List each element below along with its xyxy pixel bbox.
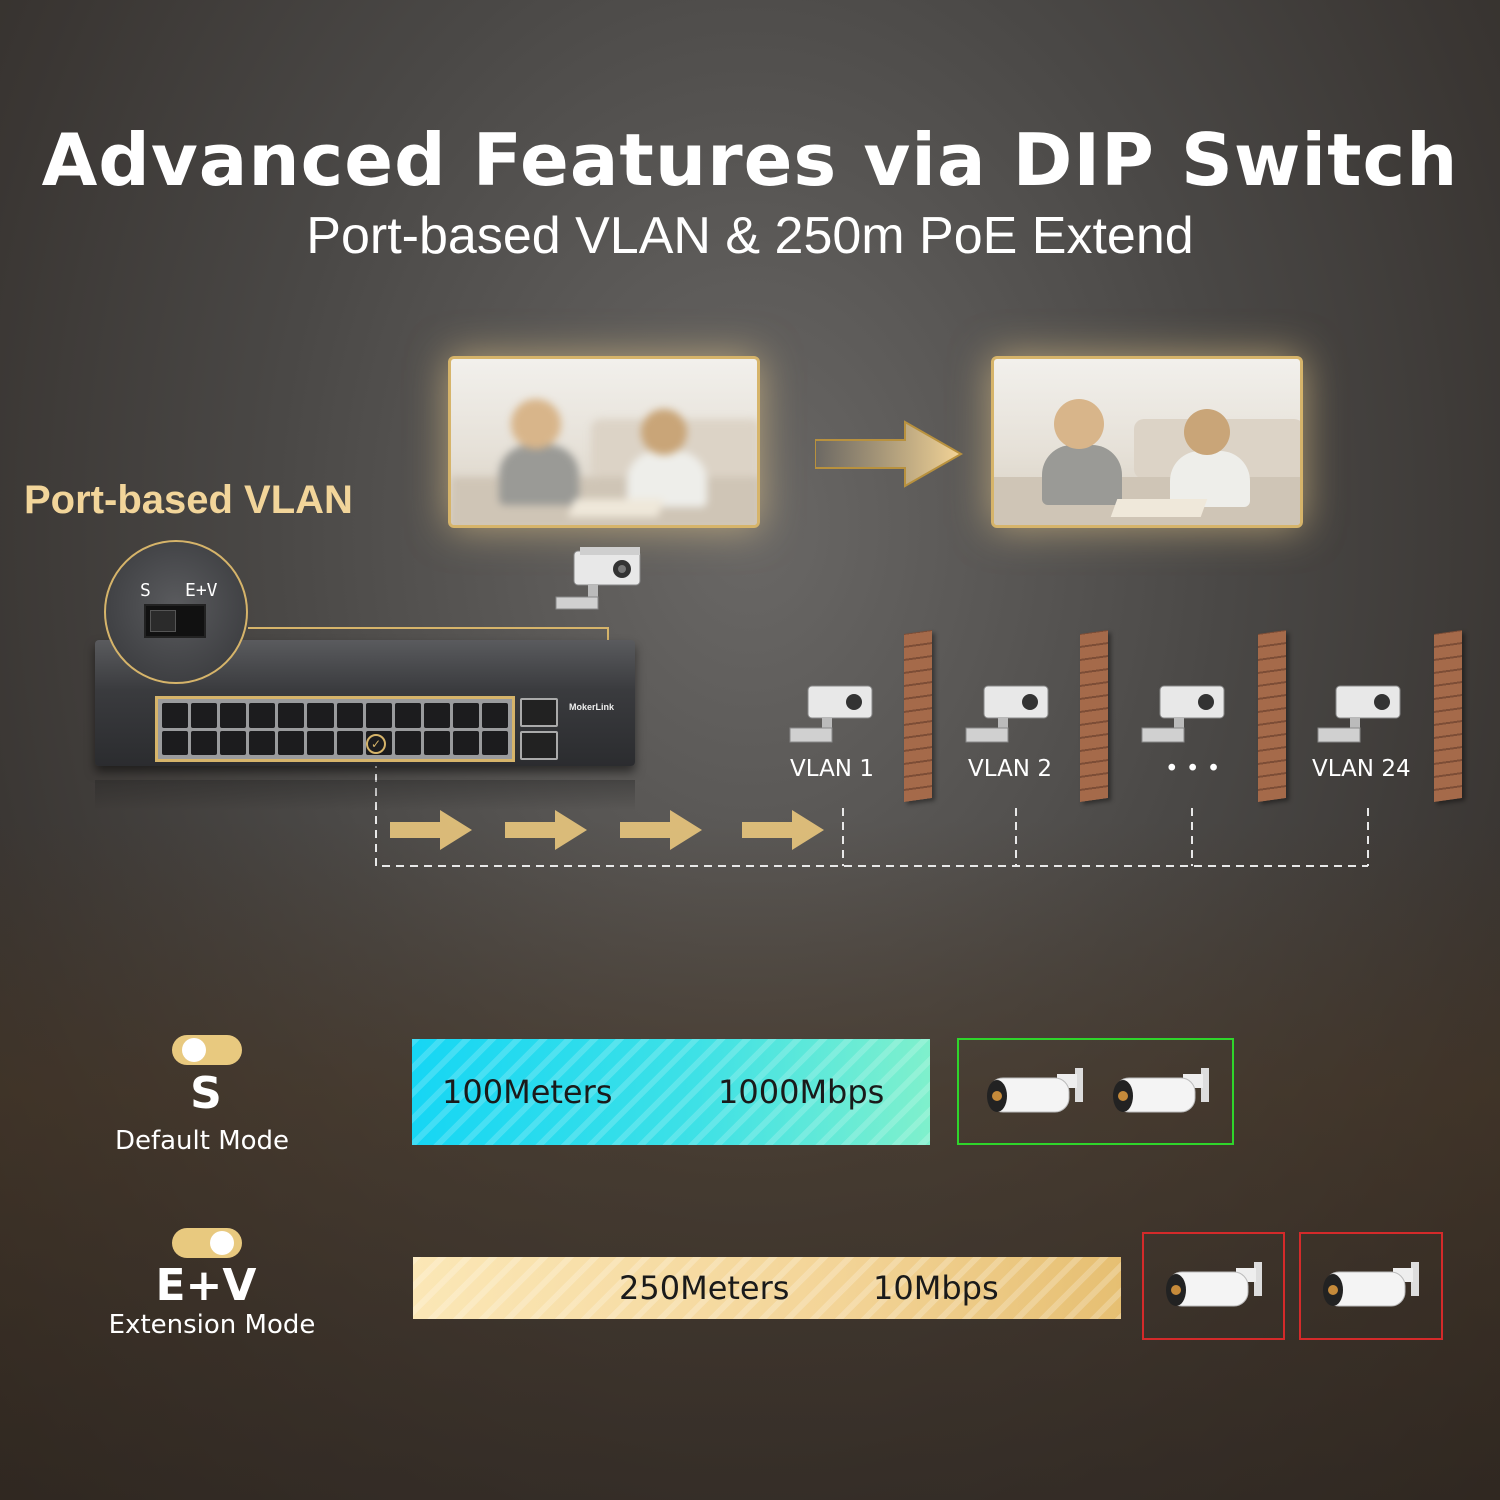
- vlan-label: VLAN 2: [968, 756, 1052, 782]
- page-title: Advanced Features via DIP Switch: [41, 118, 1459, 202]
- vlan-label: VLAN 1: [790, 756, 874, 782]
- background-shade: [0, 820, 1500, 1500]
- arrow-right-icon: [815, 420, 964, 488]
- security-camera-icon: [1317, 685, 1401, 743]
- security-camera-icon: [789, 685, 873, 743]
- port-panel: [155, 696, 515, 762]
- uplink-ports: [520, 698, 558, 760]
- blurred-video-frame: [448, 356, 760, 528]
- dip-toggle: [144, 604, 206, 638]
- security-camera-icon: [555, 547, 641, 610]
- bullet-camera-icon: [987, 1068, 1083, 1113]
- camera-group-extension-1: [1142, 1232, 1285, 1340]
- switch-brand: MokerLink: [569, 702, 615, 712]
- arrow-right-icon: [505, 810, 587, 850]
- checkmark-icon: ✓: [366, 734, 386, 754]
- brick-wall-icon: [1258, 630, 1286, 802]
- camera-group-extension-2: [1299, 1232, 1443, 1340]
- speed-label: 10Mbps: [873, 1269, 999, 1307]
- bullet-camera-icon: [1113, 1068, 1209, 1113]
- brick-wall-icon: [1434, 630, 1462, 802]
- security-camera-icon: [965, 685, 1049, 743]
- mode-toggle-ev: [172, 1228, 242, 1258]
- dip-label-ev: E+V: [185, 580, 218, 601]
- brick-wall-icon: [1080, 630, 1108, 802]
- mode-toggle-s: [172, 1035, 242, 1065]
- brick-wall-icon: [904, 630, 932, 802]
- mode-letter: S: [190, 1068, 222, 1119]
- arrow-right-icon: [620, 810, 702, 850]
- security-camera-icon: [1141, 685, 1225, 743]
- vlan-label: VLAN 24: [1312, 756, 1411, 782]
- bullet-camera-icon: [1323, 1262, 1419, 1307]
- vlan-label: • • •: [1165, 756, 1221, 782]
- mode-name: Default Mode: [114, 1126, 290, 1156]
- speed-label: 1000Mbps: [718, 1073, 885, 1111]
- page-subtitle: Port-based VLAN & 250m PoE Extend: [306, 207, 1194, 265]
- mode-letter: E+V: [155, 1260, 257, 1311]
- poe-switch: MokerLink: [95, 640, 635, 770]
- bullet-camera-icon: [1166, 1262, 1262, 1307]
- speed-bar-extension: 250Meters 10Mbps: [413, 1257, 1121, 1319]
- arrow-right-icon: [390, 810, 472, 850]
- arrow-right-icon: [742, 810, 824, 850]
- dip-label-s: S: [140, 580, 151, 601]
- mode-name: Extension Mode: [108, 1310, 316, 1340]
- switch-reflection: [95, 780, 635, 810]
- distance-label: 100Meters: [442, 1073, 613, 1111]
- vlan-heading: Port-based VLAN: [24, 478, 353, 522]
- clear-video-frame: [991, 356, 1303, 528]
- speed-bar-default: 100Meters 1000Mbps: [412, 1039, 930, 1145]
- distance-label: 250Meters: [619, 1269, 790, 1307]
- camera-group-default: [957, 1038, 1234, 1145]
